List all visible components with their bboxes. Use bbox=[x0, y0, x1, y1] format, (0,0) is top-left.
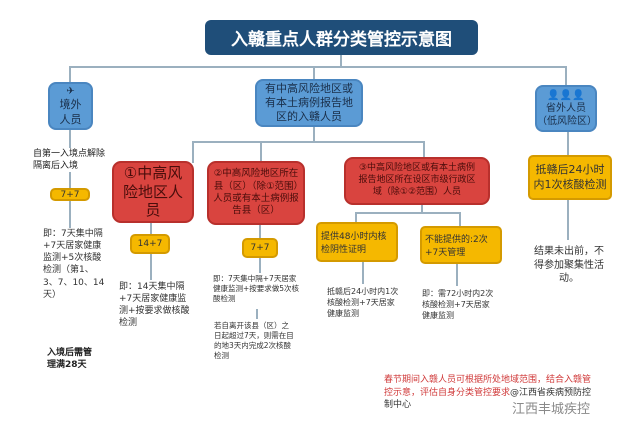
connector bbox=[150, 254, 152, 280]
connector bbox=[565, 66, 567, 85]
overseas-box: ✈ 境外人员 bbox=[48, 82, 93, 130]
connector bbox=[259, 258, 261, 273]
connector bbox=[459, 212, 461, 226]
people-icon: 👤👤👤 bbox=[547, 90, 585, 101]
connector bbox=[69, 66, 71, 82]
connector bbox=[355, 212, 460, 214]
cat3-option2-detail: 即：需72小时内2次核酸检测+7天居家健康监测 bbox=[422, 289, 494, 320]
connector bbox=[259, 225, 261, 238]
connector bbox=[313, 66, 315, 79]
cat2-detail: 即：7天集中隔+7天居家健康监测+按要求做5次核酸检测 bbox=[213, 274, 300, 304]
cat3-option1-box: 提供48小时内核检阴性证明 bbox=[316, 222, 398, 262]
connector bbox=[567, 200, 569, 240]
connector bbox=[313, 127, 315, 142]
connector bbox=[69, 130, 71, 148]
outside-province-label: 省外人员（低风险区） bbox=[537, 103, 597, 127]
overseas-detail: 即：7天集中隔+7天居家健康监测+5次核酸检测（第1、3、7、10、14天） bbox=[43, 229, 105, 300]
connector bbox=[150, 222, 152, 234]
cat2-extra: 若自离开该县（区）之日起超过7天，则需在目的地3天内完成2次核酸检测 bbox=[214, 321, 294, 361]
overseas-policy-badge: 7+7 bbox=[50, 188, 90, 201]
connector bbox=[355, 212, 357, 222]
connector bbox=[340, 55, 342, 67]
outside-detail: 结果未出前，不得参加聚集性活动。 bbox=[534, 246, 604, 284]
airplane-icon: ✈ bbox=[66, 86, 75, 98]
connector bbox=[456, 264, 458, 286]
connector bbox=[421, 205, 423, 213]
cat3-option2-box: 不能提供的:2次+7天管理 bbox=[420, 226, 502, 264]
cat2-policy-badge: 7+7 bbox=[242, 238, 278, 258]
cat3-box: ③中高风险地区或有本土病例报告地区所在设区市级行政区域（除①②范围）人员 bbox=[344, 157, 490, 205]
outside-province-box: 👤👤👤 省外人员（低风险区） bbox=[535, 85, 597, 132]
footer-note-text: 春节期间入赣人员可根据所处地域范围，结合入赣管控示意，评估自身分类管控要求 bbox=[384, 375, 592, 398]
connector bbox=[192, 141, 424, 143]
overseas-note: 自第一入境点解除隔离后入境 bbox=[33, 149, 106, 172]
cat2-box: ②中高风险地区所在县（区）（除①范围）人员或有本土病例报告县（区） bbox=[207, 161, 305, 225]
connector bbox=[362, 262, 364, 284]
connector bbox=[192, 141, 194, 163]
cat1-box: ①中高风险地区人员 bbox=[112, 161, 194, 223]
connector bbox=[69, 66, 566, 68]
footer-note: 春节期间入赣人员可根据所处地域范围，结合入赣管控示意，评估自身分类管控要求@江西… bbox=[384, 374, 592, 412]
diagram-title: 入赣重点人群分类管控示意图 bbox=[205, 20, 478, 55]
cat3-option1-detail: 抵赣后24小时内1次核酸检测+7天居家健康监测 bbox=[327, 287, 399, 318]
connector bbox=[256, 309, 258, 319]
overseas-label: 境外人员 bbox=[59, 98, 82, 126]
outside-policy-box: 抵赣后24小时内1次核酸检测 bbox=[528, 155, 612, 200]
connector bbox=[567, 132, 569, 155]
footer-source: @江西省疾病预防控制中心 bbox=[384, 387, 592, 411]
mid-risk-box: 有中高风险地区或有本土病例报告地区的入赣人员 bbox=[255, 79, 363, 127]
connector bbox=[423, 141, 425, 159]
overseas-total: 入境后需管理满28天 bbox=[47, 348, 93, 371]
cat1-policy-badge: 14+7 bbox=[130, 234, 170, 254]
watermark: 江西丰城疾控 bbox=[512, 402, 591, 417]
connector bbox=[260, 141, 262, 163]
cat1-detail: 即：14天集中隔+7天居家健康监测+按要求做核酸检测 bbox=[119, 282, 190, 329]
